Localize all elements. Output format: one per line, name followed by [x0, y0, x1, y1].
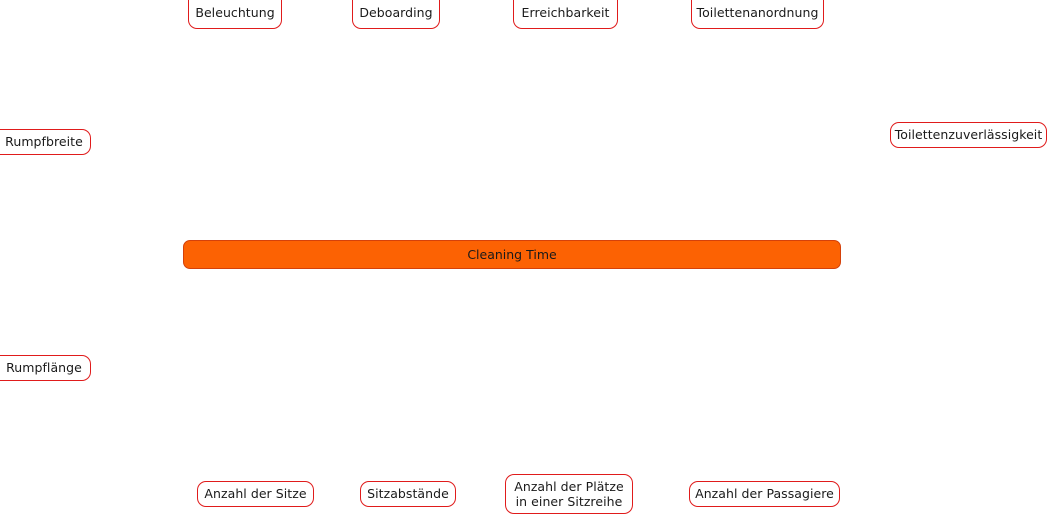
node-anzahl-der-passagiere[interactable]: Anzahl der Passagiere — [689, 481, 840, 507]
node-rumpfbreite[interactable]: Rumpfbreite — [0, 129, 91, 155]
node-deboarding[interactable]: Deboarding — [352, 0, 440, 29]
node-label: Toilettenanordnung — [696, 5, 819, 20]
node-label: Sitzabstände — [367, 486, 449, 501]
node-rumpflaenge[interactable]: Rumpflänge — [0, 355, 91, 381]
node-sitzabstaende[interactable]: Sitzabstände — [360, 481, 456, 507]
node-anzahl-der-sitze[interactable]: Anzahl der Sitze — [197, 481, 314, 507]
center-bar-label: Cleaning Time — [467, 247, 557, 262]
node-toilettenanordnung[interactable]: Toilettenanordnung — [691, 0, 824, 29]
node-label: Erreichbarkeit — [521, 5, 610, 20]
node-label-line-2: in einer Sitzreihe — [515, 494, 623, 509]
node-anzahl-der-plaetze-in-einer-sitzreihe[interactable]: Anzahl der Plätze in einer Sitzreihe — [505, 474, 633, 514]
node-toilettenzuverlaessigkeit[interactable]: Toilettenzuverlässigkeit — [890, 122, 1047, 148]
node-label: Toilettenzuverlässigkeit — [894, 127, 1043, 142]
node-beleuchtung[interactable]: Beleuchtung — [188, 0, 282, 29]
node-label: Anzahl der Passagiere — [695, 486, 834, 501]
node-label: Rumpfbreite — [5, 134, 83, 149]
node-label: Rumpflänge — [6, 360, 82, 375]
node-label-line-1: Anzahl der Plätze — [514, 479, 624, 494]
node-label-multiline: Anzahl der Plätze in einer Sitzreihe — [514, 479, 623, 509]
node-label: Anzahl der Sitze — [204, 486, 307, 501]
center-bar-cleaning-time[interactable]: Cleaning Time — [183, 240, 841, 269]
node-label: Beleuchtung — [195, 5, 275, 20]
node-label: Deboarding — [359, 5, 433, 20]
node-erreichbarkeit[interactable]: Erreichbarkeit — [513, 0, 618, 29]
